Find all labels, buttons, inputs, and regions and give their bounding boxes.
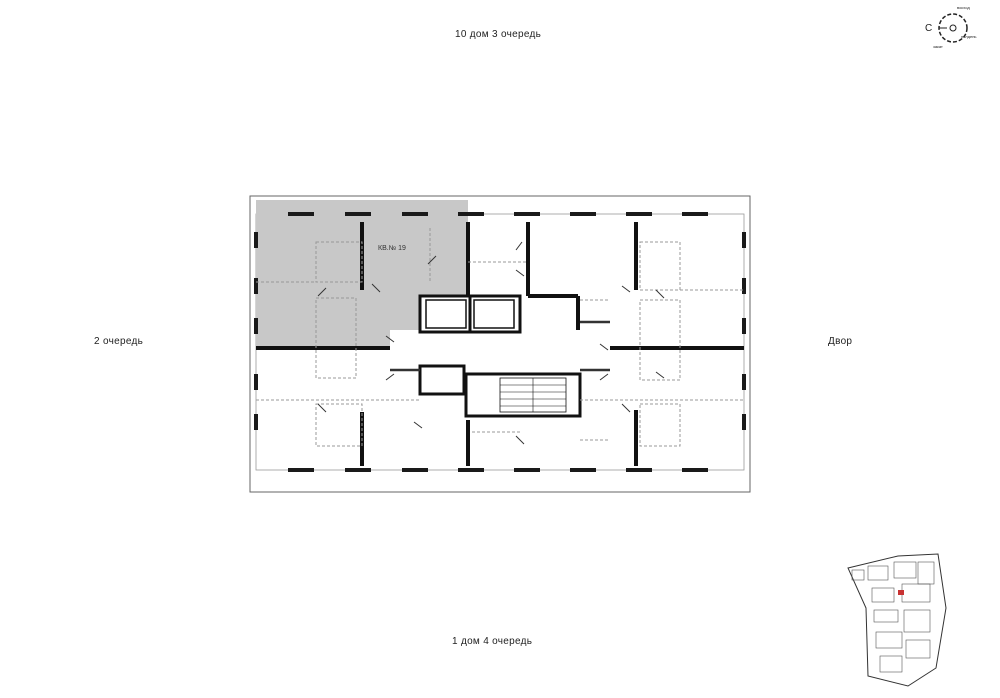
site-minimap [847,553,947,687]
compass-icon: С восход полдень закат [925,5,977,49]
lobby-room [418,364,466,396]
label-bottom-neighbor: 1 дом 4 очередь [452,636,533,647]
svg-text:полдень: полдень [961,34,977,39]
current-building-marker [898,590,904,595]
label-right-courtyard: Двор [828,336,853,347]
elevator-shafts [418,294,522,334]
door-marks [317,241,665,445]
label-left-neighbor: 2 очередь [94,336,144,347]
compass-north-letter: С [925,23,932,34]
stairwell [464,372,582,418]
svg-text:восход: восход [957,5,970,10]
label-top-neighbor: 10 дом 3 очередь [455,29,542,40]
corridor-walls [390,320,610,372]
top-windows [288,212,708,216]
side-windows [254,232,746,430]
building-outline [249,195,751,493]
walls [256,222,744,466]
partitions [256,228,744,447]
bottom-windows [288,468,708,472]
apartment-19-label: КВ.№ 19 [378,245,406,252]
svg-text:закат: закат [933,44,943,49]
